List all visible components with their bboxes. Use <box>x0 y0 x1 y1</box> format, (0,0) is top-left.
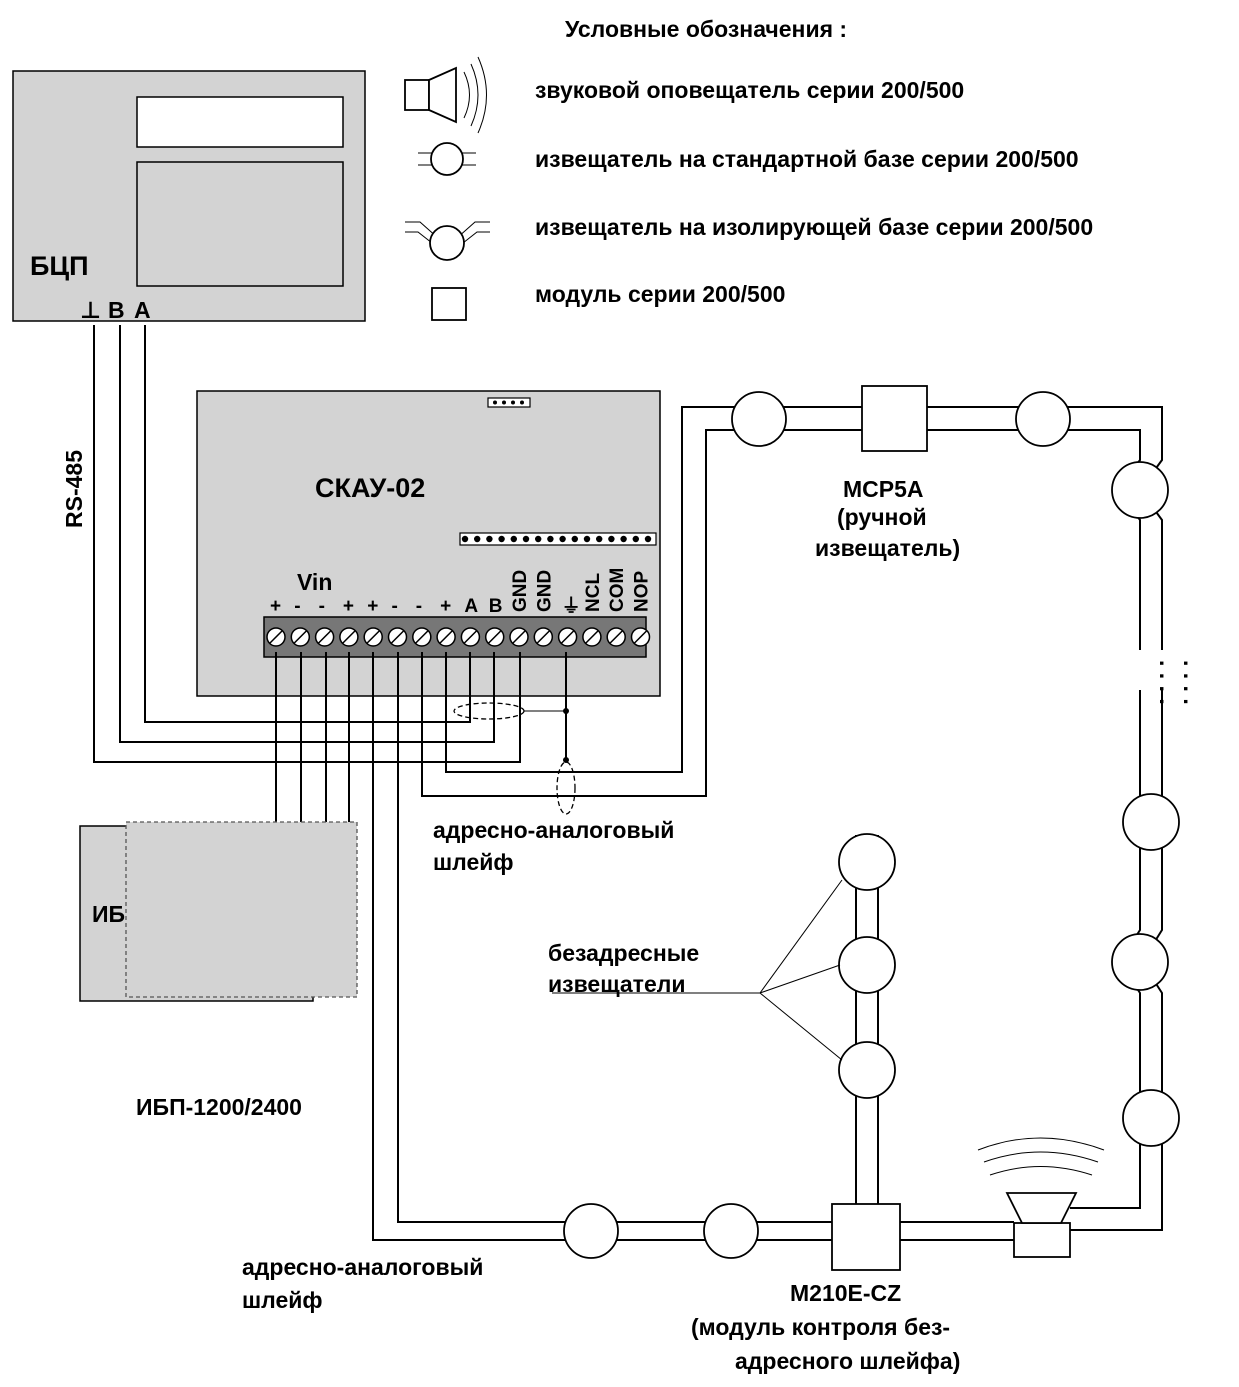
detector-isolating-base-icon <box>405 221 490 261</box>
loop-sounder-icon <box>977 1137 1105 1258</box>
terminal-label: - <box>319 596 325 617</box>
loop-ellipsis: . . . . <box>1155 660 1181 705</box>
nonaddr-detector-1 <box>838 833 896 891</box>
loop-label-left-1: адресно-аналоговый <box>242 1254 483 1280</box>
terminal-label: - <box>294 596 300 617</box>
terminal-label: GND <box>534 570 555 612</box>
detector-2 <box>1015 391 1071 447</box>
loop-label-left-2: шлейф <box>242 1287 323 1313</box>
terminal-label: A <box>464 596 478 617</box>
mcp-label-3: извещатель) <box>815 535 960 561</box>
mcp-label-2: (ручной <box>837 504 927 530</box>
bcp-panel: БЦП ⊥ B A <box>12 70 366 323</box>
psu-2: ИБП-1200/2400 <box>125 821 358 1120</box>
controller-pin-header <box>459 532 657 546</box>
loop-label-right-1: адресно-аналоговый <box>433 817 674 843</box>
bcp-terminal-a: A <box>134 297 151 323</box>
terminal-label: + <box>270 596 281 617</box>
m210-label-1: M210E-CZ <box>790 1280 901 1306</box>
controller-label: СКАУ-02 <box>315 473 425 503</box>
left-loop-wires <box>372 652 1014 1241</box>
bcp-terminal-b: B <box>108 297 125 323</box>
m210-label-2: (модуль контроля без- <box>691 1314 950 1340</box>
m210-module <box>831 1203 901 1271</box>
legend-detector-std-text: извещатель на стандартной базе серии 200… <box>535 146 1079 172</box>
terminal-label: + <box>367 596 378 617</box>
nonaddr-branch-wires <box>855 835 879 1204</box>
bcp-keypad <box>136 161 344 287</box>
sounder-icon <box>404 56 487 134</box>
rs485-wires <box>93 325 521 763</box>
mcp-label-1: MCP5A <box>843 476 924 502</box>
detector-standard-base-icon <box>418 142 476 176</box>
shield-ellipse-rs485 <box>453 702 525 720</box>
terminal-label: NOP <box>632 571 653 613</box>
bcp-display <box>136 96 344 148</box>
terminal-label: COM <box>607 568 628 612</box>
loop-label-right-2: шлейф <box>433 849 514 875</box>
detector-iso-1 <box>1111 461 1169 519</box>
psu-2-label: ИБП-1200/2400 <box>136 1094 302 1120</box>
nonaddr-pointer-lines <box>552 879 843 1061</box>
bcp-label: БЦП <box>30 251 89 281</box>
rs485-label: RS-485 <box>61 450 87 528</box>
terminal-label: - <box>392 596 398 617</box>
terminal-label: - <box>416 596 422 617</box>
terminal-label: + <box>440 596 451 617</box>
mcp-module <box>861 385 928 452</box>
vin-label: Vin <box>297 569 332 595</box>
legend-title: Условные обозначения : <box>565 16 847 42</box>
legend-detector-iso-text: извещатель на изолирующей базе серии 200… <box>535 214 1093 240</box>
nonaddr-label-1: безадресные <box>548 940 699 966</box>
nonaddr-detector-2 <box>838 936 896 994</box>
legend-sounder-text: звуковой оповещатель серии 200/500 <box>535 77 964 103</box>
shield-ellipse-loop <box>556 761 576 815</box>
controller-connector-top <box>487 397 531 408</box>
loop-devices <box>563 385 1180 1271</box>
terminal-label: B <box>489 596 503 617</box>
m210-label-3: адресного шлейфа) <box>735 1348 960 1374</box>
power-wires <box>275 652 350 826</box>
detector-3 <box>1122 793 1180 851</box>
detector-5 <box>563 1203 619 1259</box>
nonaddr-detector-3 <box>838 1041 896 1099</box>
terminal-label: GND <box>510 570 531 612</box>
loop-ellipsis-2: . . . . <box>1179 660 1205 705</box>
detector-1 <box>731 391 787 447</box>
terminal-label: NCL <box>583 573 604 612</box>
detector-4 <box>1122 1089 1180 1147</box>
bcp-terminal-gnd: ⊥ <box>80 297 101 323</box>
detector-6 <box>703 1203 759 1259</box>
legend-module-text: модуль серии 200/500 <box>535 281 785 307</box>
terminal-label: ⏚ <box>562 595 581 617</box>
nonaddr-label-2: извещатели <box>548 971 685 997</box>
terminal-label: + <box>343 596 354 617</box>
module-icon <box>431 287 467 321</box>
terminal-block <box>263 616 651 658</box>
detector-iso-2 <box>1111 933 1169 991</box>
